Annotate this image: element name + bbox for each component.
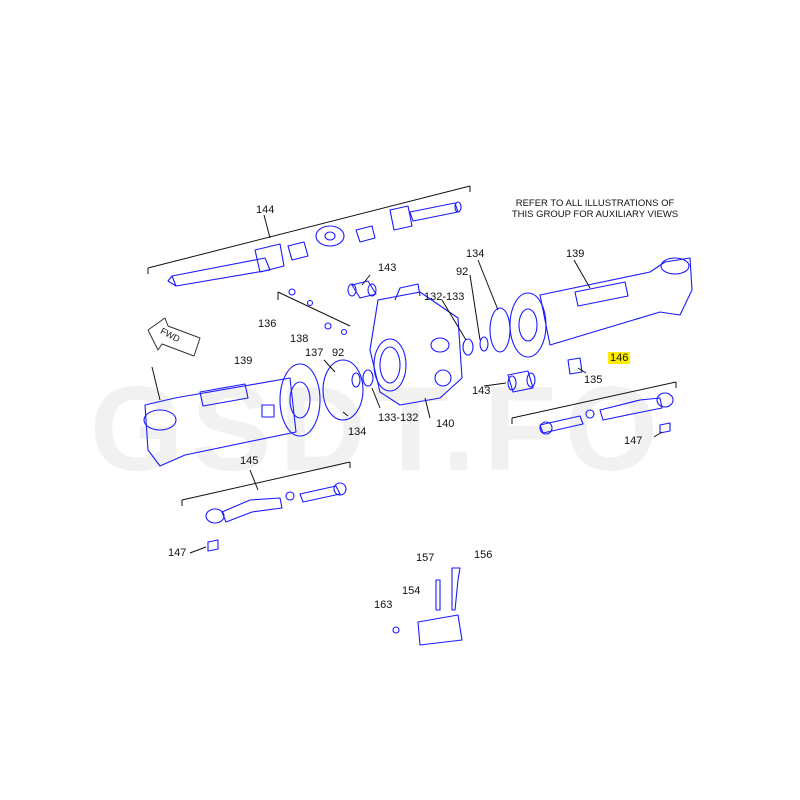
- auxiliary-views-note: REFER TO ALL ILLUSTRATIONS OF THIS GROUP…: [510, 198, 680, 220]
- callout-134-top: 134: [466, 248, 485, 260]
- callout-137: 137: [305, 347, 324, 359]
- tie-rod-145: [205, 482, 347, 552]
- watermark: GSDT.FO: [90, 362, 667, 496]
- nut-138: [324, 322, 332, 330]
- note-line-1: REFER TO ALL ILLUSTRATIONS OF: [515, 198, 675, 209]
- note-line-2: THIS GROUP FOR AUXILIARY VIEWS: [511, 209, 679, 220]
- oring-92-left: [351, 372, 361, 388]
- callout-147-left: 147: [168, 547, 187, 559]
- bracket-145: [181, 461, 351, 501]
- seal-133: [362, 369, 374, 387]
- axle-housing-139-right: [509, 257, 693, 358]
- seal-132: [462, 338, 474, 356]
- fwd-arrow: [147, 317, 201, 357]
- washer-137: [340, 328, 348, 336]
- bolt-136: [288, 288, 296, 296]
- ring-134-left: [322, 359, 364, 421]
- callout-143-bottom: 143: [472, 385, 491, 397]
- callout-138: 138: [290, 333, 309, 345]
- callout-132-133: 132-133: [424, 291, 465, 303]
- tie-rod-146: [539, 357, 674, 435]
- steering-knuckle-140: [369, 283, 463, 406]
- callout-154: 154: [402, 585, 421, 597]
- callout-144: 144: [256, 204, 275, 216]
- callout-139-right: 139: [566, 248, 585, 260]
- ring-134-right: [489, 307, 511, 353]
- bracket-146: [511, 381, 677, 419]
- axle-housing-139-left: [143, 363, 321, 467]
- callout-146-highlighted[interactable]: 146: [608, 352, 631, 364]
- callout-145: 145: [240, 455, 259, 467]
- bracket-154: [392, 567, 463, 646]
- oring-92-right: [479, 336, 489, 352]
- callout-140: 140: [436, 418, 455, 430]
- axle-shaft-144: [167, 201, 462, 287]
- callout-92-left: 92: [332, 347, 345, 359]
- callout-156: 156: [474, 549, 493, 561]
- callout-136: 136: [258, 318, 277, 330]
- callout-163: 163: [374, 599, 393, 611]
- callout-92-top: 92: [456, 266, 469, 278]
- callout-143-top: 143: [378, 262, 397, 274]
- callout-147-right: 147: [624, 435, 643, 447]
- bushing-143-bottom: [507, 370, 536, 393]
- callout-134-left: 134: [348, 426, 367, 438]
- callout-135: 135: [584, 374, 603, 386]
- callout-157: 157: [416, 552, 435, 564]
- bracket-144: [147, 185, 471, 269]
- callout-133-132: 133-132: [378, 412, 419, 424]
- washer-136: [306, 299, 314, 307]
- callout-139-left: 139: [234, 355, 253, 367]
- bushing-143-top: [347, 280, 377, 299]
